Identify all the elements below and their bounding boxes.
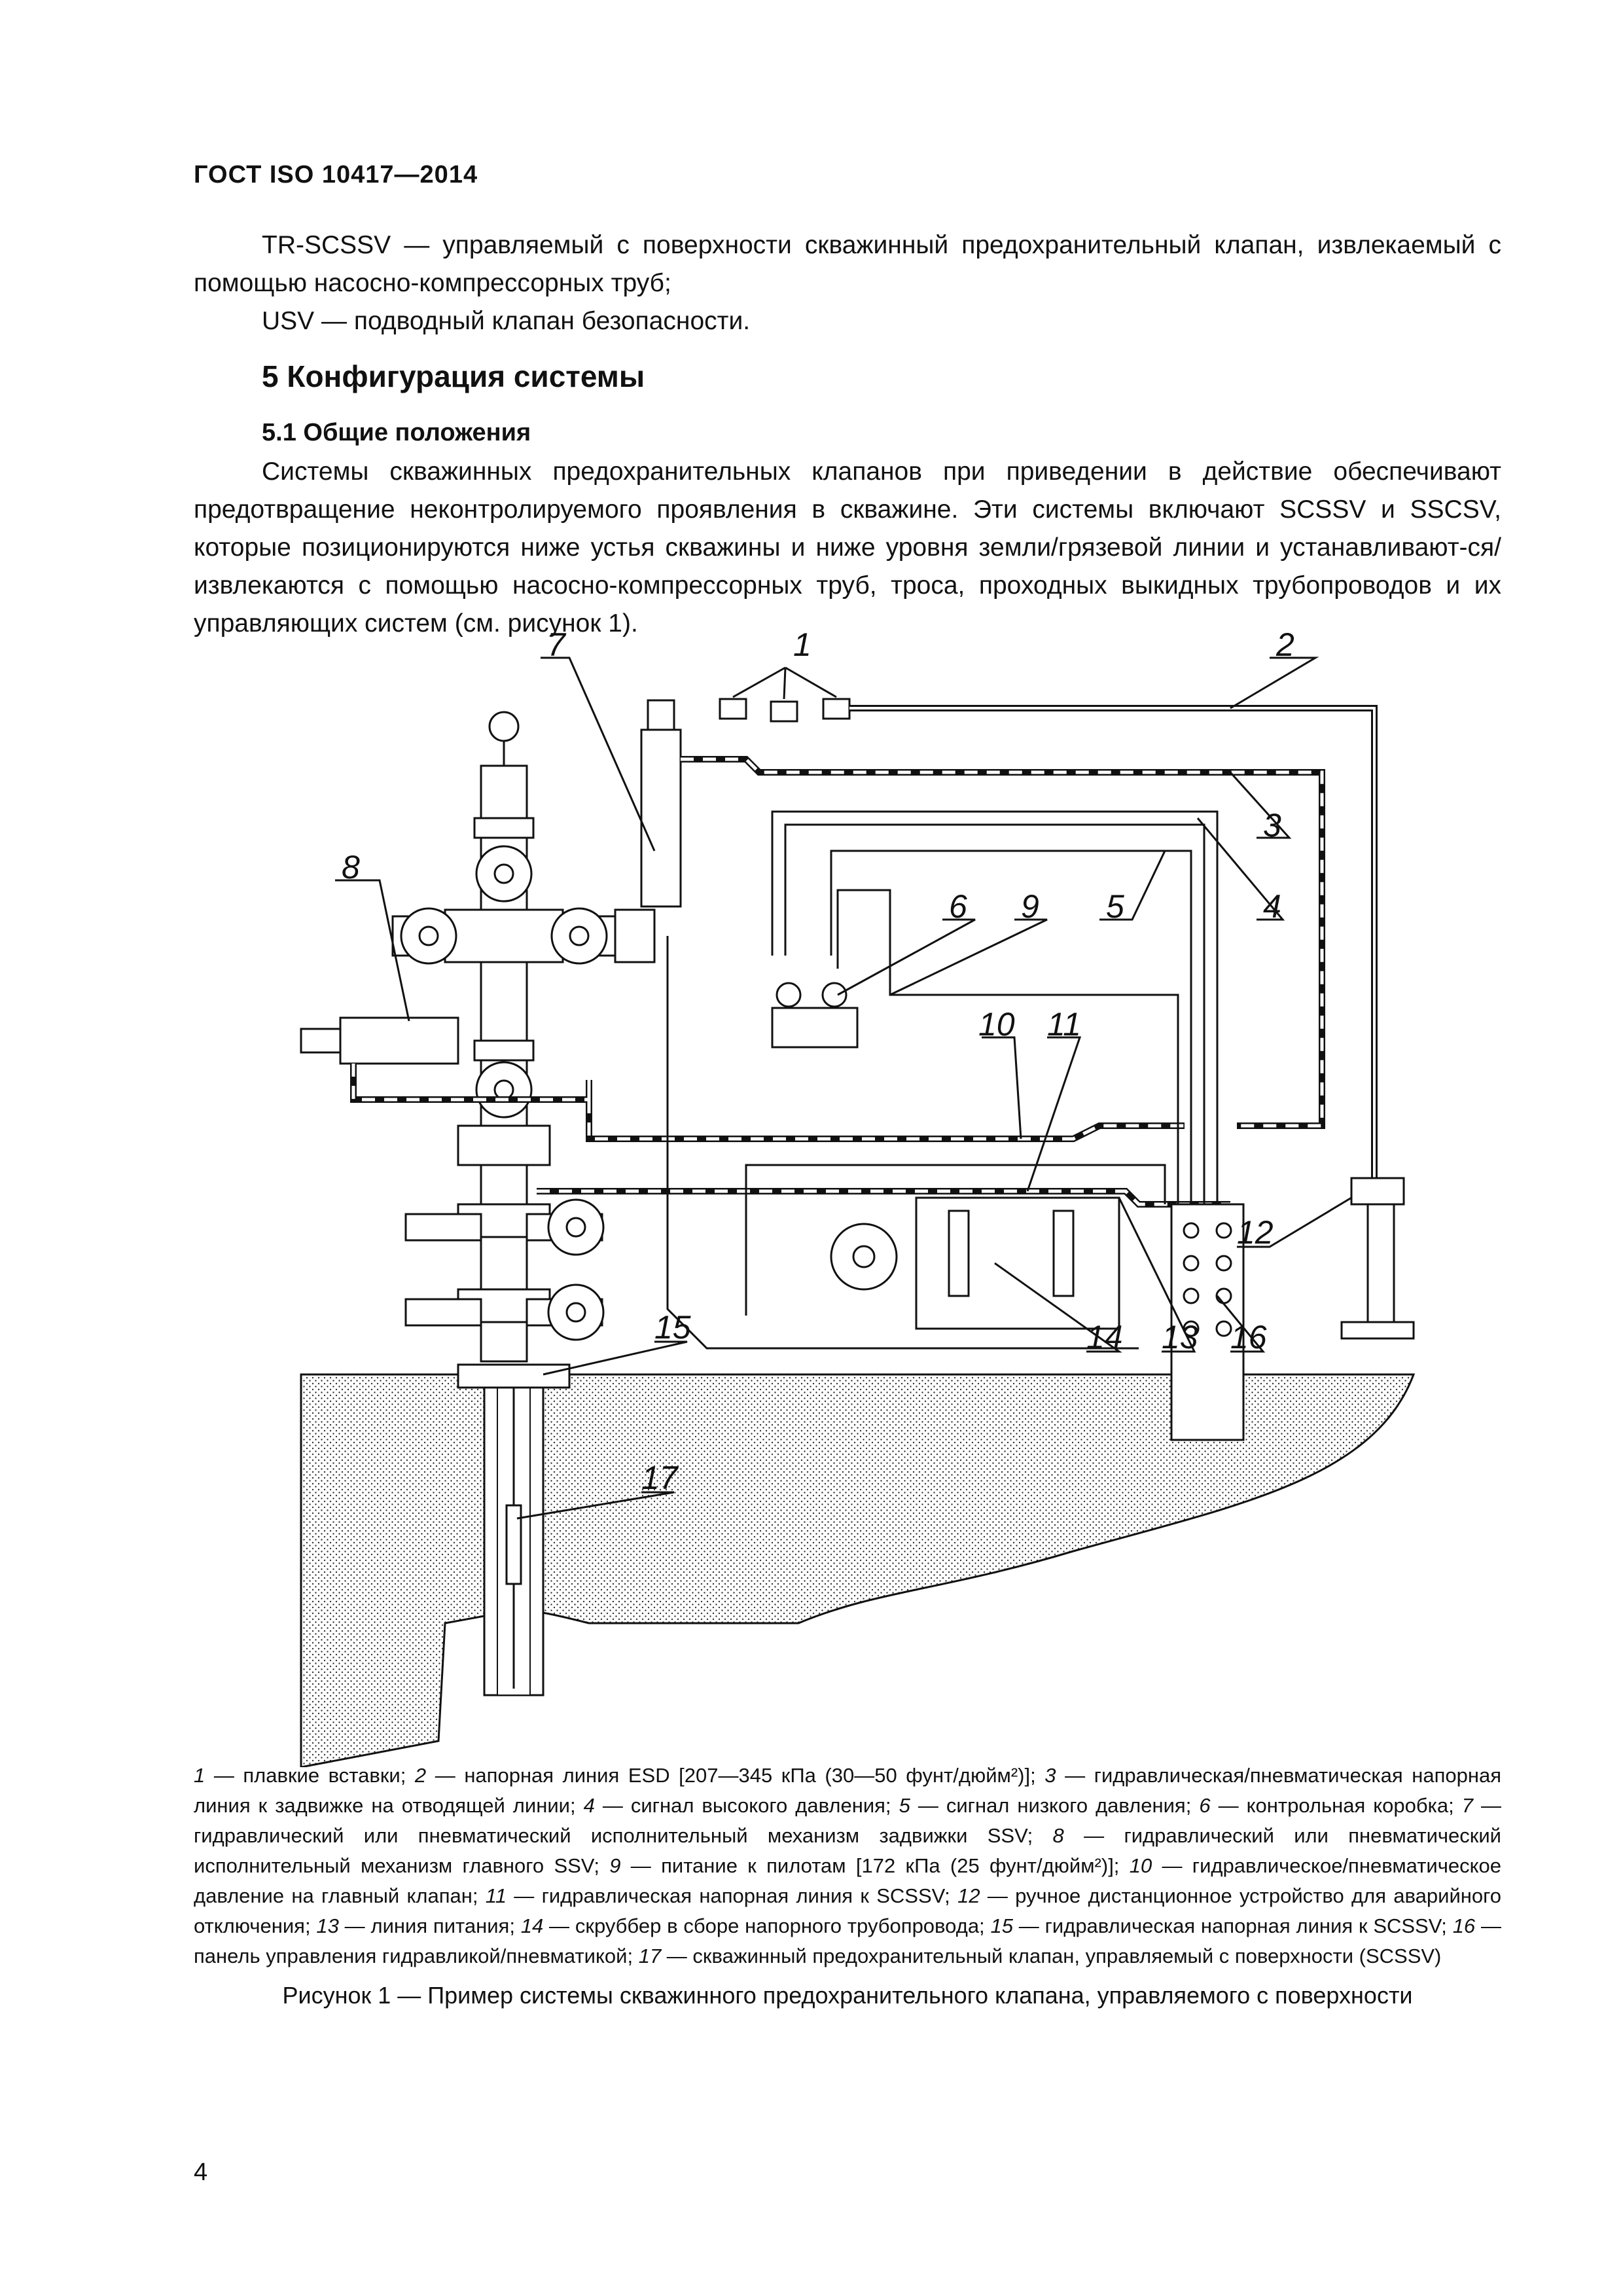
callout-17: 17 [641,1460,679,1496]
callout-6: 6 [949,888,967,925]
document-header: ГОСТ ISO 10417—2014 [194,161,478,188]
legend-item: 11 — гидравлическая напорная линия к SCS… [485,1884,950,1907]
callout-8: 8 [342,849,360,886]
definition-tr-scssv: TR-SCSSV — управляемый с поверхности скв… [194,231,1501,297]
callout-14: 14 [1086,1319,1123,1355]
legend-item: 17 — скважинный предохранительный клапан… [638,1945,1442,1967]
legend-item: 6 — контрольная коробка; [1199,1794,1454,1817]
legend-item: 10 — гидравлическое/пневматическое давле… [194,1854,1501,1907]
callout-16: 16 [1230,1319,1267,1355]
legend-item: 15 — гидравлическая напорная линия к SCS… [990,1914,1447,1937]
fusible-plugs [719,666,851,723]
scssv-valve [505,1504,522,1585]
legend-item: 16 — панель управления гидравликой/пневм… [194,1914,1501,1967]
definition-usv: USV — подводный клапан безопасности. [262,307,751,335]
legend-item: 13 — линия питания; [316,1914,515,1937]
subsection-title: 5.1 Общие положения [262,419,531,446]
figure-diagram: 1 2 3 4 5 6 7 8 9 10 11 12 13 14 15 16 1… [300,628,1416,1767]
callout-10: 10 [978,1006,1015,1043]
legend-item: 14 — скруббер в сборе напорного трубопро… [520,1914,985,1937]
esd-station [1340,1177,1415,1340]
legend-item: 5 — сигнал низкого давления; [899,1794,1192,1817]
section-title: 5 Конфигурация системы [262,359,645,393]
control-panel [1170,1203,1245,1441]
legend-item: 12 — ручное дистанционное устройство для… [194,1884,1501,1937]
callout-13: 13 [1162,1319,1198,1355]
christmas-tree [391,711,656,1363]
legend-item: 1 — плавкие вставки; [194,1764,406,1787]
callout-2: 2 [1275,628,1294,663]
legend-item: 7 — гидравлический или пневматический ис… [194,1794,1502,1847]
figure-legend: 1 — плавкие вставки; 2 — напорная линия … [194,1761,1501,1971]
callout-9: 9 [1021,888,1039,925]
control-box [771,982,859,1049]
section-paragraph: Системы скважинных предохранительных кла… [194,457,1501,637]
callout-1: 1 [793,628,812,663]
page-number: 4 [194,2159,208,2186]
legend-item: 4 — сигнал высокого давления; [583,1794,891,1817]
callout-7: 7 [547,628,567,663]
signal-lines [666,810,1219,1350]
callout-3: 3 [1263,807,1281,844]
legend-item: 2 — напорная линия ESD [207—345 кПа (30—… [414,1764,1036,1787]
callout-5: 5 [1106,888,1124,925]
callout-15: 15 [654,1309,691,1346]
legend-item: 8 — гидравлический или пневматический ис… [194,1824,1501,1877]
figure-caption: Рисунок 1 — Пример системы скважинного п… [282,1982,1413,2009]
scrubber-assembly [915,1196,1120,1330]
callout-12: 12 [1237,1214,1274,1251]
ground-area [300,1373,1416,1767]
leader-lines [335,656,1352,1520]
wing-ssv-actuator [640,728,682,908]
wellhead-base [457,1363,571,1389]
master-ssv-actuator [339,1016,459,1065]
callout-11: 11 [1047,1006,1081,1043]
legend-item: 9 — питание к пилотам [172 кПа (25 фунт/… [609,1854,1120,1877]
esd-line [849,705,1378,1178]
legend-item: 3 — гидравлическая/пневматическая напорн… [194,1764,1501,1817]
callout-4: 4 [1263,888,1281,925]
